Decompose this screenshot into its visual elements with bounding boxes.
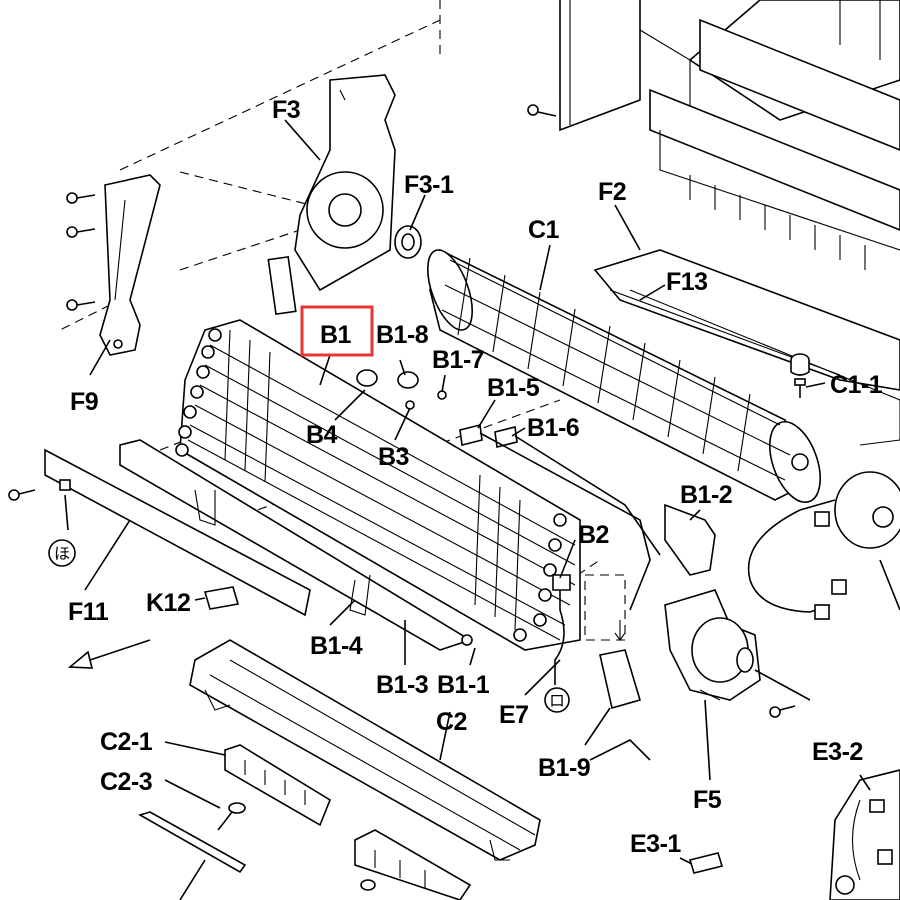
heat-exchanger <box>175 319 581 651</box>
clip-parts <box>137 744 472 900</box>
label-e7: E7 <box>499 701 529 729</box>
label-e3-1: E3-1 <box>630 830 681 858</box>
bracket <box>66 174 161 356</box>
label-f3-1: F3-1 <box>404 171 454 199</box>
label-b2: B2 <box>578 521 609 549</box>
label-c1-1: C1-1 <box>830 371 883 399</box>
label-b1-3: B1-3 <box>376 671 428 699</box>
drain-pan <box>189 639 541 861</box>
label-c2-3: C2-3 <box>100 768 152 796</box>
label-b1-9: B1-9 <box>538 754 590 782</box>
label-plate <box>203 586 240 610</box>
label-c1: C1 <box>528 216 560 244</box>
label-f2: F2 <box>598 178 626 206</box>
insulation-pad <box>664 503 716 576</box>
label-k12: K12 <box>146 589 190 617</box>
label-b1-6: B1-6 <box>527 414 579 442</box>
arrow-icon <box>67 639 151 669</box>
screw-icon <box>66 192 96 311</box>
fan-housing-side-plate <box>267 74 396 316</box>
label-c2: C2 <box>436 708 467 736</box>
cross-flow-fan <box>427 248 821 503</box>
label-b3: B3 <box>378 443 409 471</box>
indoor-unit-housing <box>559 0 900 446</box>
part-labels: F3 F3-1 F2 C1 F13 B1 B1-8 B1-7 B1-5 B1-6… <box>68 96 883 858</box>
label-b1: B1 <box>320 321 352 349</box>
screw-icon <box>8 489 473 646</box>
label-b4: B4 <box>306 421 338 449</box>
fan-motor-icon <box>747 471 900 620</box>
label-f11: F11 <box>68 598 109 626</box>
label-b1-5: B1-5 <box>487 374 540 402</box>
label-f5: F5 <box>693 786 722 814</box>
drain-pad <box>599 620 641 710</box>
label-c2-1: C2-1 <box>100 728 153 756</box>
label-b1-8: B1-8 <box>376 321 429 349</box>
thermistor-wire <box>544 574 571 713</box>
front-panel-strip <box>8 439 473 651</box>
highlight-box <box>300 305 374 357</box>
fan-bearing <box>394 225 422 259</box>
label-b1-7: B1-7 <box>432 346 484 374</box>
label-f9: F9 <box>70 388 98 416</box>
mark-ho: ほ <box>54 544 70 563</box>
label-f13: F13 <box>666 268 708 296</box>
leader-lines <box>64 119 871 900</box>
fan-bushing <box>790 353 810 398</box>
label-b1-2: B1-2 <box>680 481 732 509</box>
label-b1-1: B1-1 <box>437 671 490 699</box>
drain-pump <box>664 589 811 718</box>
label-b1-4: B1-4 <box>310 632 363 660</box>
mark-ro: ロ <box>549 691 565 710</box>
label-e3-2: E3-2 <box>812 738 863 766</box>
screw-icon <box>769 705 796 718</box>
screw-icon <box>527 104 557 117</box>
control-board <box>829 769 900 900</box>
label-f3: F3 <box>272 96 300 124</box>
fuse <box>688 852 724 874</box>
circle-mark-icon: ほ ロ <box>48 539 565 710</box>
